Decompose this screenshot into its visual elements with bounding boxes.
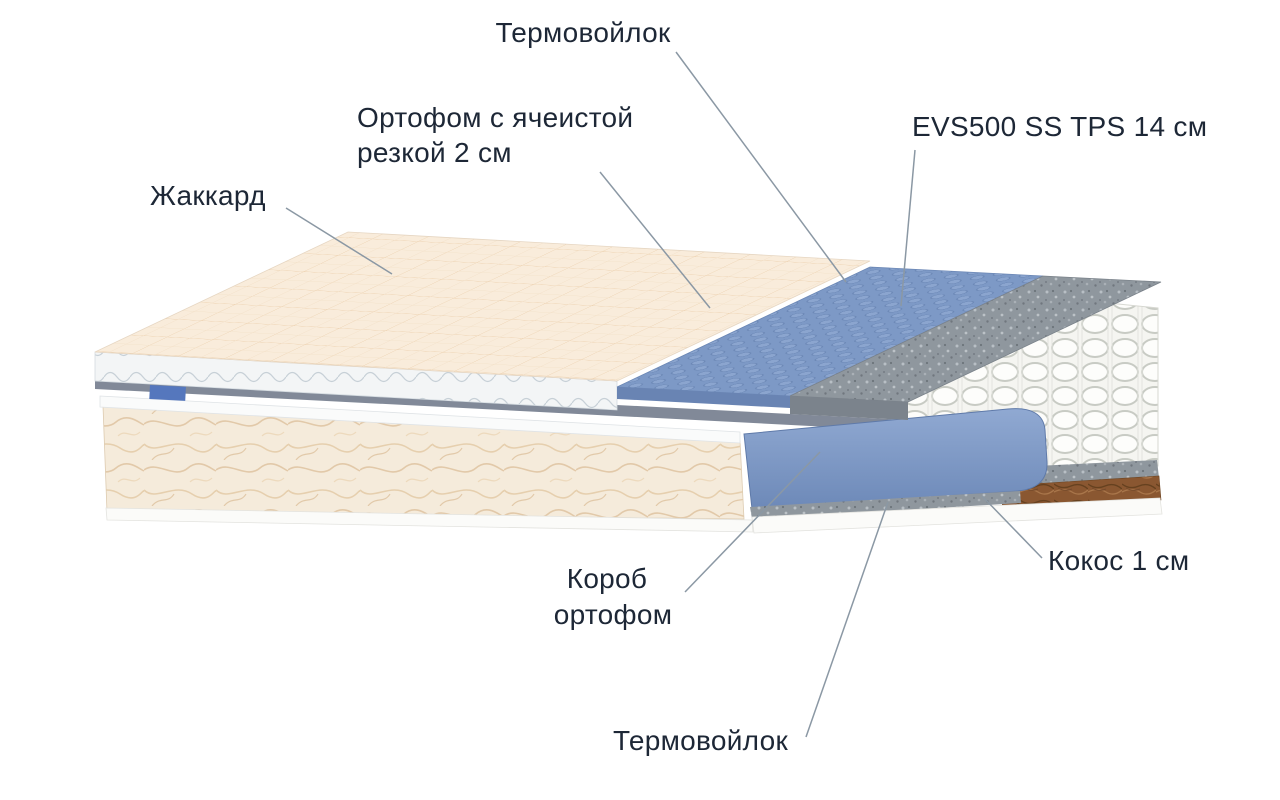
label-box-line1: Короб <box>567 563 648 594</box>
thermofelt-top-layer <box>789 275 1162 403</box>
callout-thermofelt-bottom-line <box>805 501 889 738</box>
callout-coconut-line <box>981 495 1043 559</box>
callout-evs-line <box>900 149 916 307</box>
callout-orthofoam-line <box>599 171 711 309</box>
callout-labels: Термовойлок Ортофом с ячеистой резкой 2 … <box>150 17 1207 756</box>
callout-jacquard-line <box>285 207 393 275</box>
base-piping-left <box>105 507 754 533</box>
callout-thermofelt-top-line <box>675 51 847 283</box>
callout-box-line <box>684 451 821 593</box>
label-jacquard: Жаккард <box>150 180 266 211</box>
label-box-line2: ортофом <box>554 599 673 630</box>
orthofoam-front-edge <box>617 387 790 408</box>
thermofelt-top-drape <box>790 396 908 420</box>
label-orthofoam-line1: Ортофом с ячеистой <box>357 102 633 133</box>
label-evs-springs: EVS500 SS TPS 14 см <box>912 111 1207 142</box>
label-coconut: Кокос 1 см <box>1048 545 1189 576</box>
label-thermofelt-bottom: Термовойлок <box>613 725 788 756</box>
label-orthofoam-line2: резкой 2 см <box>357 137 512 168</box>
brand-tag <box>149 385 186 401</box>
foam-box-rail <box>743 408 1048 510</box>
base-piping-right <box>751 497 1163 534</box>
jacquard-top-layer <box>94 231 871 382</box>
label-thermofelt-top: Термовойлок <box>495 17 670 48</box>
body-top-tape-edge <box>99 395 741 444</box>
callout-lines <box>285 51 1043 738</box>
thermofelt-bottom-strip <box>750 491 1021 519</box>
